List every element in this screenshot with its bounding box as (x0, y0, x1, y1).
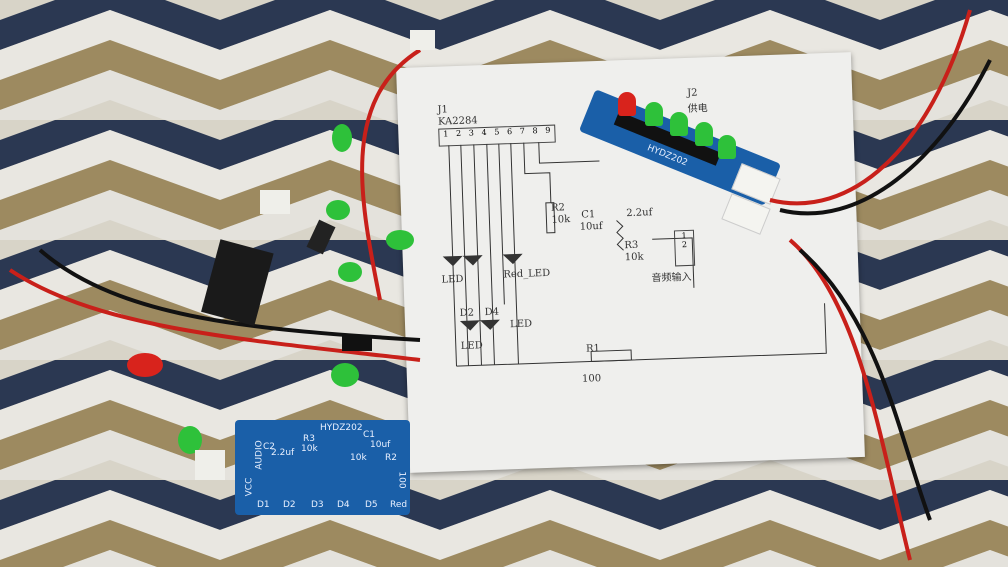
black-wire (798, 248, 932, 521)
schematic-paper: J1 KA2284 1 2 3 4 5 6 7 8 9 R2 10k C1 10… (396, 52, 865, 473)
capacitor (342, 335, 372, 351)
red-led (127, 353, 163, 377)
red-led (618, 92, 636, 116)
green-led (332, 124, 352, 152)
black-wire (779, 59, 992, 216)
r2-label: R2 (385, 453, 397, 463)
green-led (386, 230, 414, 250)
capacitor (306, 219, 336, 255)
d1-label: D1 (257, 500, 270, 510)
pcb-title: HYDZ202 (320, 423, 363, 433)
schematic-wires (442, 142, 827, 367)
connector (410, 30, 435, 50)
ka2284-chip (201, 239, 274, 326)
green-led (331, 363, 359, 387)
c2-label: C2 (263, 442, 276, 452)
connector (195, 450, 225, 480)
red-label: Red (390, 500, 408, 510)
red-wire (788, 238, 912, 561)
c1-label: C1 (363, 430, 376, 440)
green-led (178, 426, 202, 454)
d4-label: D4 (337, 500, 350, 510)
bare-pcb: HYDZ202 AUDIO VCC C2 2.2uf R3 10k C1 10u… (235, 420, 410, 515)
r3-value: 10k (301, 444, 318, 454)
red-wire (769, 9, 972, 206)
connector (260, 190, 290, 214)
green-led (670, 112, 688, 136)
green-led (645, 102, 663, 126)
c2-value: 2.2uf (271, 448, 295, 458)
green-led (326, 200, 350, 220)
d3-label: D3 (311, 500, 324, 510)
green-led (338, 262, 362, 282)
red-wire (8, 268, 421, 362)
d5-label: D5 (365, 500, 378, 510)
r3-label: R3 (303, 434, 315, 444)
green-led (695, 122, 713, 146)
green-led (718, 135, 736, 159)
red-wire (360, 48, 422, 301)
r2-value: 10k (350, 453, 367, 463)
c1-value: 10uf (370, 440, 391, 450)
d2-label: D2 (283, 500, 296, 510)
